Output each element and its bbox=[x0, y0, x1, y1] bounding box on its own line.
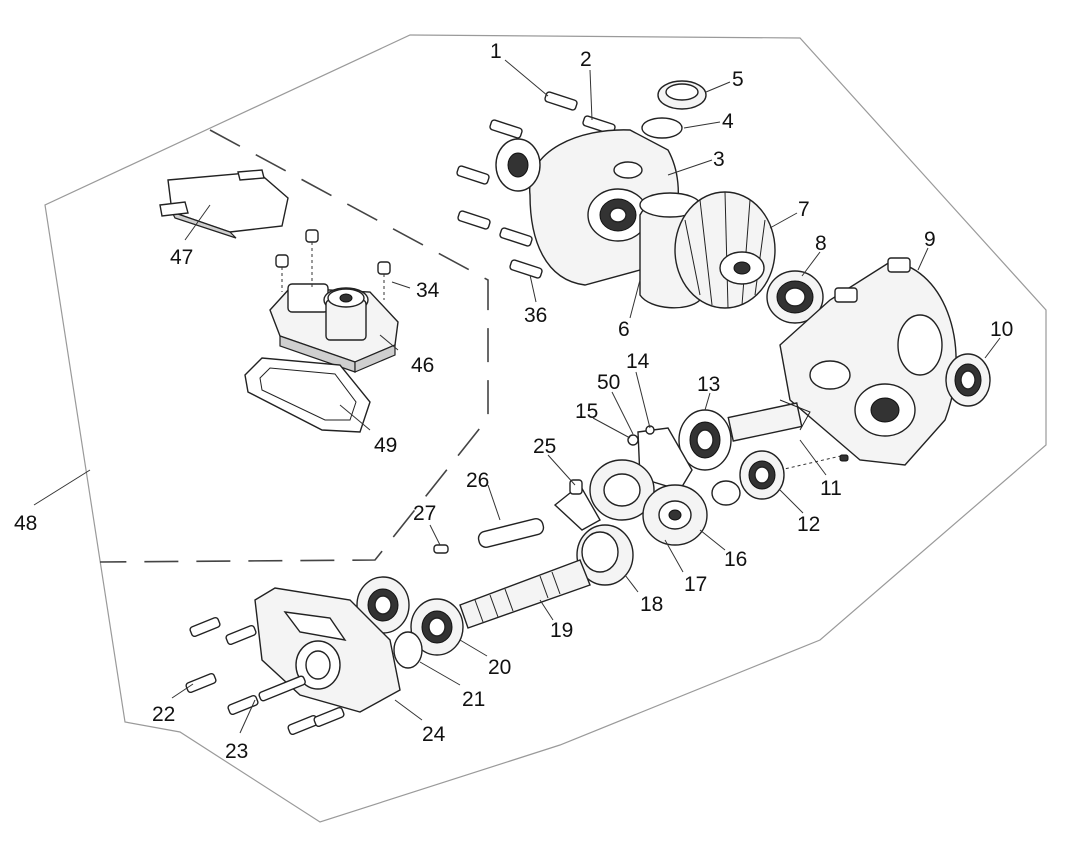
callout-23: 23 bbox=[225, 740, 248, 763]
callout-25: 25 bbox=[533, 435, 556, 458]
callout-11: 11 bbox=[820, 477, 842, 500]
callout-17: 17 bbox=[684, 573, 707, 596]
seal-21 bbox=[393, 631, 423, 669]
callout-6: 6 bbox=[618, 318, 630, 341]
callout-14: 14 bbox=[626, 350, 650, 373]
callout-26: 26 bbox=[466, 469, 489, 492]
bearing-12 bbox=[711, 450, 785, 506]
callout-16: 16 bbox=[724, 548, 747, 571]
callout-4: 4 bbox=[722, 110, 734, 133]
gasket-49 bbox=[244, 357, 371, 433]
callout-15: 15 bbox=[575, 400, 598, 423]
callout-48: 48 bbox=[14, 512, 37, 535]
callout-1: 1 bbox=[490, 40, 502, 63]
callout-27: 27 bbox=[413, 502, 436, 525]
assembly-outline bbox=[44, 34, 1047, 823]
pin-27 bbox=[433, 544, 449, 554]
callout-9: 9 bbox=[924, 228, 936, 251]
leader-lines bbox=[33, 59, 1001, 734]
callout-50: 50 bbox=[597, 371, 620, 394]
callout-3: 3 bbox=[713, 148, 725, 171]
callout-labels: 1 2 3 4 5 6 7 8 9 10 11 12 13 14 15 16 1… bbox=[14, 40, 1013, 763]
output-shaft-19 bbox=[459, 559, 591, 629]
bearing-8 bbox=[766, 270, 824, 324]
bearing-10 bbox=[945, 353, 991, 407]
gears-16-17 bbox=[589, 459, 708, 546]
pin-26 bbox=[477, 518, 545, 548]
callout-7: 7 bbox=[798, 198, 810, 221]
callout-5: 5 bbox=[732, 68, 744, 91]
kit-boundary-dashed bbox=[99, 129, 489, 563]
callout-8: 8 bbox=[815, 232, 827, 255]
shaft-11-bearing-13 bbox=[678, 399, 849, 471]
seal-4-cap-5 bbox=[641, 80, 707, 139]
callout-2: 2 bbox=[580, 48, 592, 71]
callout-24: 24 bbox=[422, 723, 446, 746]
callout-22: 22 bbox=[152, 703, 175, 726]
bearing-20 bbox=[356, 576, 464, 656]
screws-34 bbox=[275, 229, 391, 300]
bolts-22-23 bbox=[185, 616, 345, 736]
housing-9 bbox=[779, 257, 957, 466]
callout-13: 13 bbox=[697, 373, 720, 396]
callout-12: 12 bbox=[797, 513, 820, 536]
callout-49: 49 bbox=[374, 434, 397, 457]
callout-36: 36 bbox=[524, 304, 547, 327]
callout-20: 20 bbox=[488, 656, 511, 679]
callout-47: 47 bbox=[170, 246, 193, 269]
cover-plate-47 bbox=[159, 169, 289, 239]
callout-21: 21 bbox=[462, 688, 485, 711]
control-housing-46 bbox=[269, 283, 399, 373]
gear-18 bbox=[576, 524, 634, 586]
callout-10: 10 bbox=[990, 318, 1013, 341]
callout-46: 46 bbox=[411, 354, 434, 377]
callout-34: 34 bbox=[416, 279, 440, 302]
bevel-gear-6-7 bbox=[639, 191, 776, 309]
callout-19: 19 bbox=[550, 619, 573, 642]
bolts-1-2-36 bbox=[456, 91, 616, 279]
callout-18: 18 bbox=[640, 593, 663, 616]
